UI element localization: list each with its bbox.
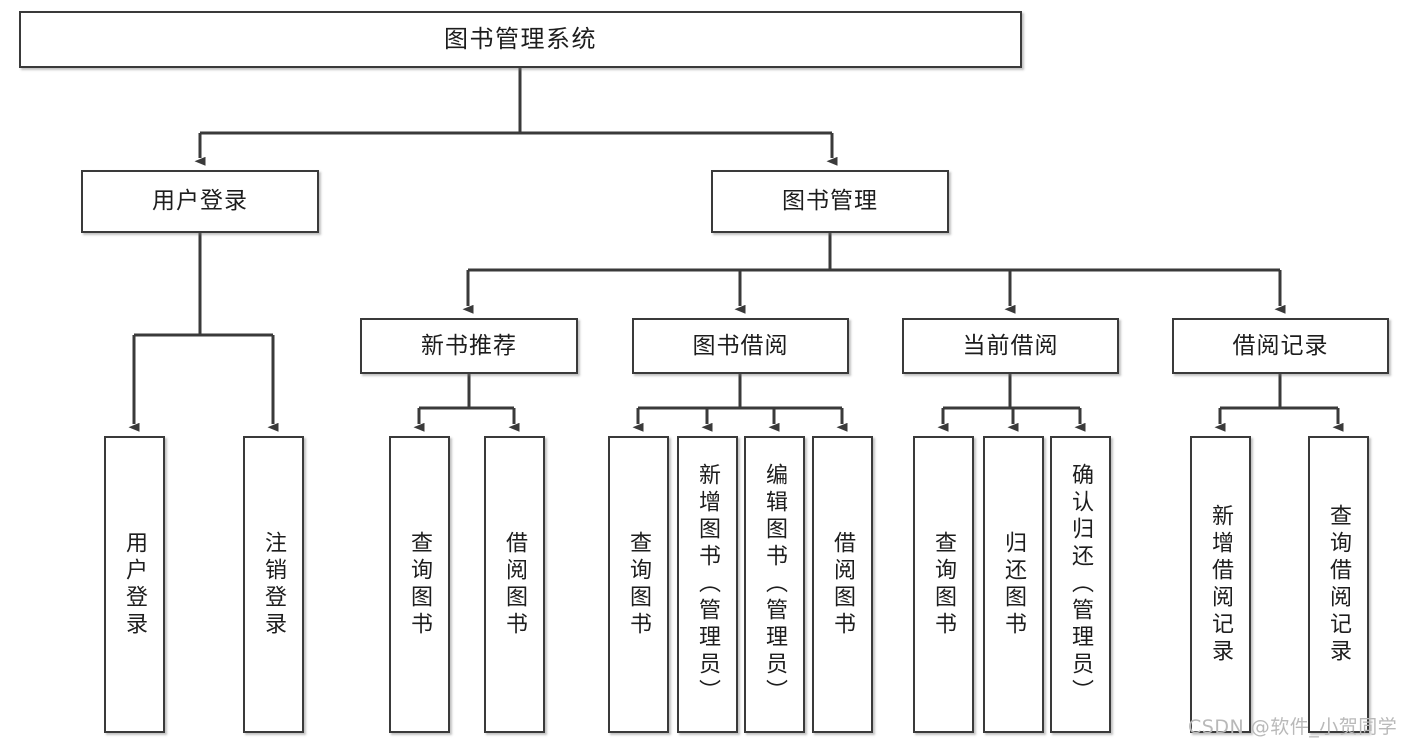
node-label: 新书推荐 [421, 332, 517, 359]
node-label: 用户登录 [152, 188, 248, 215]
node-label: 图书借阅 [692, 332, 789, 359]
node-new-book-recommend[interactable]: 新书推荐 [360, 318, 578, 374]
node-label: 当前借阅 [962, 332, 1059, 359]
node-label: 用户登录 [122, 530, 148, 639]
csdn-watermark: CSDN @软件_小贺同学 [1188, 716, 1398, 738]
node-book-borrow[interactable]: 图书借阅 [632, 318, 849, 374]
node-user-login[interactable]: 用户登录 [81, 170, 319, 233]
leaf-query-book-current[interactable]: 查询图书 [913, 436, 974, 733]
node-label: 借阅图书 [502, 530, 528, 639]
node-label: 查询图书 [626, 530, 652, 639]
node-book-management[interactable]: 图书管理 [711, 170, 949, 233]
node-label: 编辑图书（管理员） [762, 463, 788, 706]
leaf-query-borrow-record[interactable]: 查询借阅记录 [1308, 436, 1369, 733]
leaf-user-logout[interactable]: 注销登录 [243, 436, 304, 733]
node-label: 查询图书 [931, 530, 957, 639]
node-label: 借阅图书 [830, 530, 856, 639]
leaf-return-book[interactable]: 归还图书 [983, 436, 1044, 733]
node-label: 图书管理系统 [444, 24, 597, 53]
node-label: 注销登录 [261, 530, 287, 639]
node-root[interactable]: 图书管理系统 [19, 11, 1022, 68]
node-label: 借阅记录 [1232, 332, 1329, 359]
node-borrow-record[interactable]: 借阅记录 [1172, 318, 1389, 374]
node-current-borrow[interactable]: 当前借阅 [902, 318, 1119, 374]
leaf-borrow-book[interactable]: 借阅图书 [812, 436, 873, 733]
node-label: 新增借阅记录 [1208, 503, 1234, 666]
leaf-add-borrow-record[interactable]: 新增借阅记录 [1190, 436, 1251, 733]
node-label: 查询图书 [407, 530, 433, 639]
node-label: 新增图书（管理员） [695, 463, 721, 706]
leaf-confirm-return-admin[interactable]: 确认归还（管理员） [1050, 436, 1111, 733]
node-label: 图书管理 [782, 188, 878, 215]
node-label: 确认归还（管理员） [1068, 463, 1094, 706]
leaf-query-book-borrow[interactable]: 查询图书 [608, 436, 669, 733]
leaf-user-login[interactable]: 用户登录 [104, 436, 165, 733]
leaf-borrow-book-recommend[interactable]: 借阅图书 [484, 436, 545, 733]
leaf-query-book-recommend[interactable]: 查询图书 [389, 436, 450, 733]
node-label: 查询借阅记录 [1326, 503, 1352, 666]
leaf-add-book-admin[interactable]: 新增图书（管理员） [677, 436, 738, 733]
node-label: 归还图书 [1001, 530, 1027, 639]
leaf-edit-book-admin[interactable]: 编辑图书（管理员） [744, 436, 805, 733]
